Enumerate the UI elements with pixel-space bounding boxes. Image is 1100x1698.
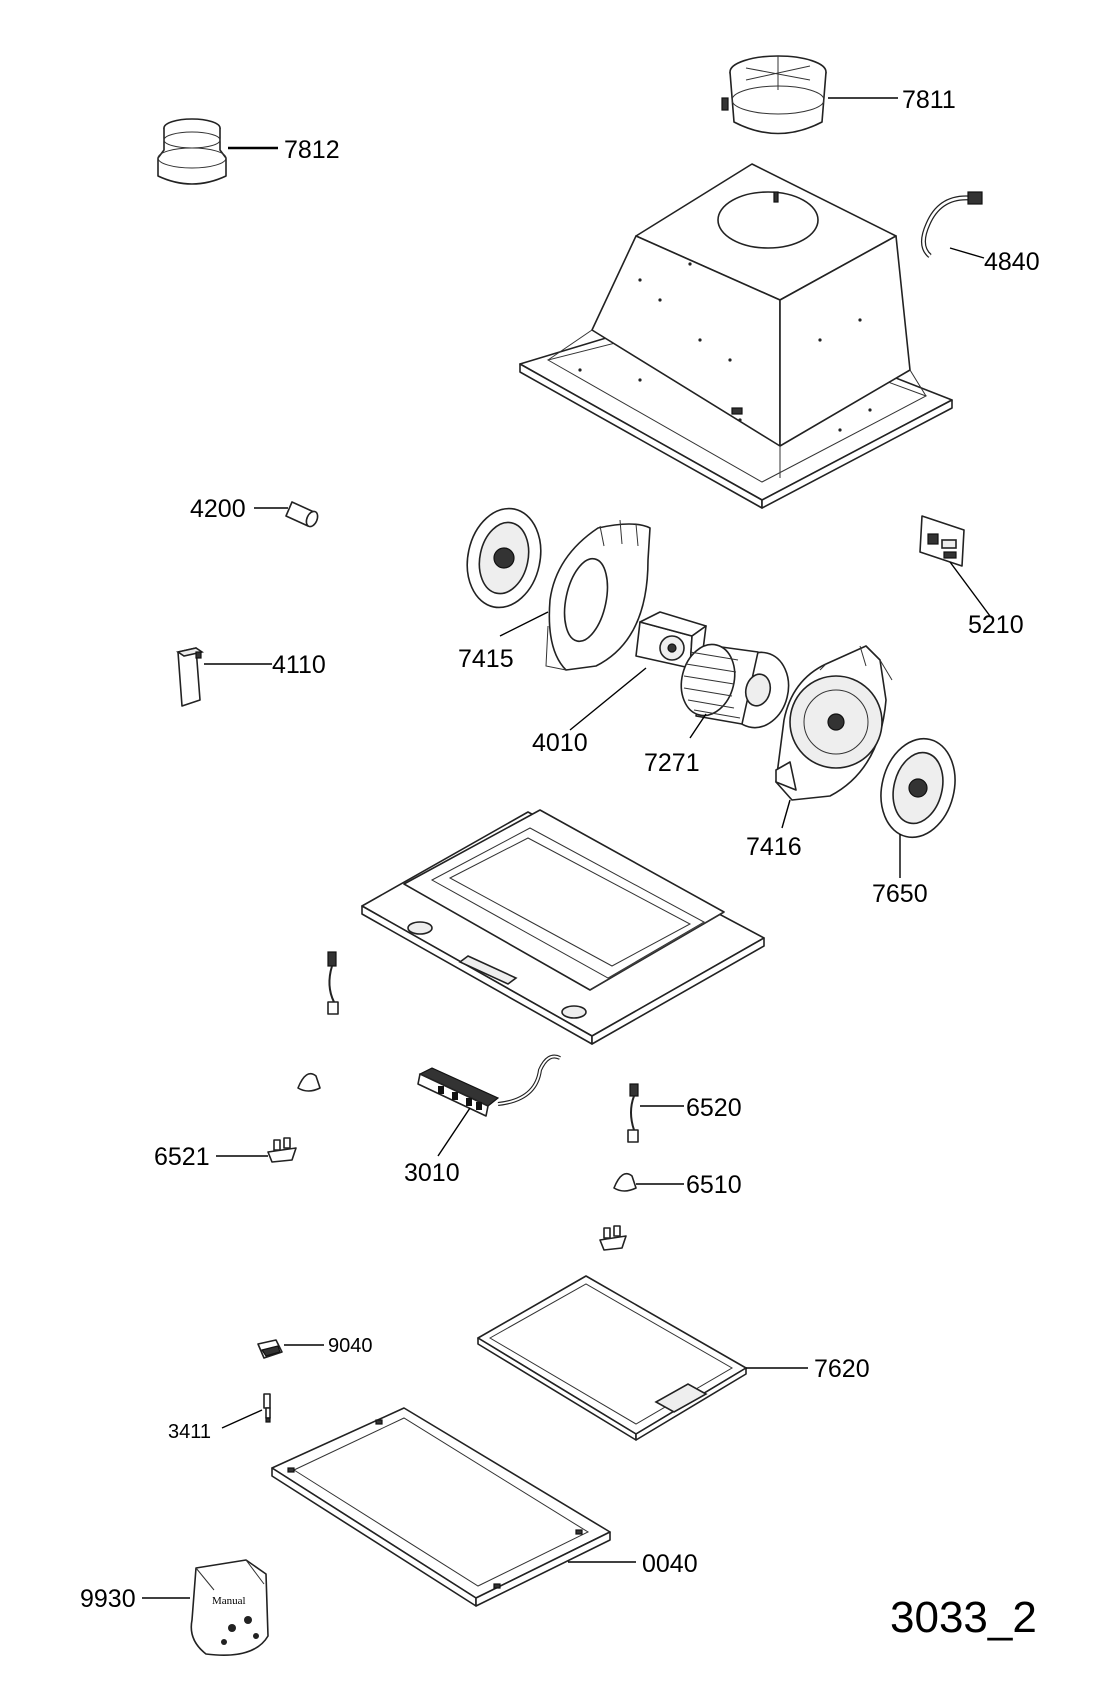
manual-bag-label: Manual [212,1595,246,1607]
callout-4840: 4840 [984,248,1040,276]
callout-4110: 4110 [272,651,326,679]
callout-3411: 3411 [168,1421,211,1443]
part-7811-duct-connector[interactable] [721,55,827,135]
callout-7811: 7811 [902,86,956,114]
part-6520-lamp-cable[interactable] [627,1083,639,1143]
part-3411-switch-pin[interactable] [263,1393,271,1423]
part-4840-cable[interactable] [921,191,983,258]
part-4110-connector-block[interactable] [175,647,205,707]
part-3010-control-panel[interactable] [417,1054,561,1117]
callout-9930: 9930 [80,1585,136,1613]
diagram-id: 3033_2 [890,1593,1037,1642]
part-7416-fan-housing-right[interactable] [775,645,893,801]
part-hood-body[interactable] [519,163,953,509]
callout-7415: 7415 [458,645,514,673]
callout-7271: 7271 [644,749,700,777]
callout-4200: 4200 [190,495,246,523]
callout-3010: 3010 [404,1159,460,1187]
part-lower-frame[interactable] [361,809,765,1045]
callout-6521: 6521 [154,1143,210,1171]
callout-5210: 5210 [968,611,1024,639]
callout-7812: 7812 [284,136,340,164]
callout-9040: 9040 [328,1335,373,1357]
part-9930-accessory-bag[interactable]: Manual [190,1559,269,1656]
part-0040-panel[interactable] [271,1407,611,1607]
part-4010-motor[interactable] [635,611,707,669]
part-lamp-holder-right[interactable] [599,1225,627,1251]
part-7271-impeller[interactable] [674,639,796,734]
callout-6510: 6510 [686,1171,742,1199]
callout-7650: 7650 [872,880,928,908]
part-small-cable-left[interactable] [327,951,339,1015]
callout-4010: 4010 [532,729,588,757]
part-9040-clip[interactable] [257,1339,283,1359]
part-4200-capacitor[interactable] [285,501,320,528]
part-7620-grease-filter[interactable] [477,1275,747,1441]
callout-0040: 0040 [642,1550,698,1578]
part-6510-lamp-cover[interactable] [613,1172,637,1192]
callout-6520: 6520 [686,1094,742,1122]
part-6521-lamp-holder[interactable] [267,1137,297,1163]
part-5210-pcb[interactable] [919,515,965,567]
callout-7416: 7416 [746,833,802,861]
part-7415-fan-housing-left[interactable] [458,502,651,671]
callout-7620: 7620 [814,1355,870,1383]
part-light-cover-left[interactable] [297,1072,321,1092]
part-7650-carbon-filter[interactable] [871,731,965,845]
part-7812-reducer[interactable] [157,118,227,185]
